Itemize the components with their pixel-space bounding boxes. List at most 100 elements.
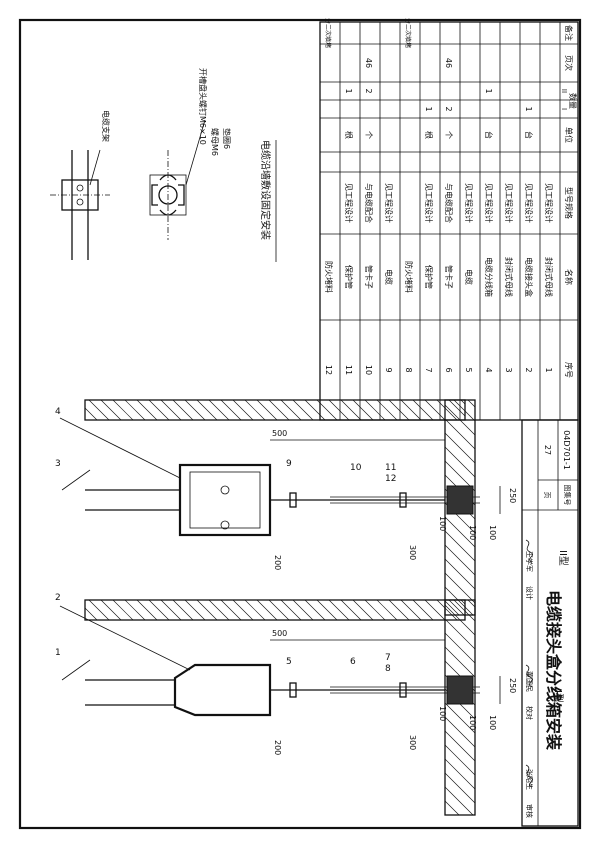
- cell-seq: 1: [544, 367, 553, 372]
- callout-ii-9: 9: [286, 459, 292, 469]
- cell-seq: 6: [444, 367, 453, 372]
- header-spec: 型号规格: [564, 187, 574, 219]
- design-signature: [525, 539, 533, 563]
- header-note: 备注: [564, 25, 574, 41]
- cell-spec: 见工程设计: [524, 183, 534, 223]
- dim-i-100a: 100: [438, 706, 447, 721]
- check-name: 董国民: [525, 671, 534, 692]
- dim-ii-100b: 100: [468, 525, 477, 540]
- cell-spec: 见工程设计: [484, 183, 494, 223]
- sheet-border: [18, 18, 582, 830]
- dim-ii-200: 200: [273, 555, 282, 570]
- label-bracket: 电缆支架: [101, 110, 111, 142]
- parts-table: 备注 页次 数量 II I 单位 型号规格 名称 序号 见工程设计封闭式母线11…: [319, 18, 579, 421]
- detail-drawing: 开槽盘头螺钉M6×10 螺母M6 垫圈6 电缆支架 电缆沿墙敷设固定安装: [50, 68, 277, 262]
- atlas-no-label: 图集号: [563, 485, 572, 506]
- callout-i-1: 1: [55, 648, 61, 658]
- cell-name: 防火堵料: [324, 261, 334, 293]
- cell-qty-i: 2: [444, 106, 453, 111]
- cell-seq: 11: [344, 365, 353, 375]
- header-unit: 单位: [564, 127, 574, 143]
- cell-seq: 4: [484, 367, 493, 372]
- dim-ii-100a: 100: [438, 516, 447, 531]
- cell-name: 电缆: [384, 269, 394, 285]
- cell-unit: 台: [524, 131, 534, 139]
- cell-qty-i: 1: [424, 106, 433, 111]
- header-qty: 数量: [568, 93, 578, 109]
- cell-unit: 个: [444, 131, 453, 139]
- dim-i-250: 250: [508, 678, 517, 693]
- cell-spec: 见工程设计: [384, 183, 394, 223]
- design-label: 设计: [525, 586, 534, 600]
- cell-name: 管卡子: [364, 265, 374, 289]
- cell-spec: 见工程设计: [424, 183, 434, 223]
- type-i-label: I型: [552, 690, 565, 703]
- cell-name: 保护管: [424, 265, 434, 289]
- dim-i-100b: 100: [468, 715, 477, 730]
- cell-name: 管卡子: [444, 265, 454, 289]
- dim-i-500: 500: [272, 629, 287, 638]
- dim-i-100c: 100: [488, 715, 497, 730]
- cell-seq: 12: [324, 365, 333, 375]
- label-screw: 开槽盘头螺钉M6×10: [198, 68, 208, 145]
- header-page: 页次: [564, 55, 574, 71]
- cell-seq: 5: [464, 367, 473, 372]
- cell-seq: 8: [404, 367, 413, 372]
- cell-qty-ii: 1: [484, 88, 493, 93]
- cell-unit: 根: [424, 131, 434, 139]
- callout-i-5: 5: [286, 657, 292, 667]
- dim-ii-500: 500: [272, 429, 287, 438]
- header-seq: 序号: [564, 362, 574, 378]
- type-i-view: 1 2 5 6 7 8 500 250 300 200 100 100 100 …: [55, 593, 565, 816]
- cell-seq: 7: [424, 367, 433, 372]
- cell-spec: 见工程设计: [344, 183, 354, 223]
- type-ii-view: 3 4 9 10 11 12 500 250 300 200 100 100 1…: [55, 399, 570, 616]
- dim-ii-250: 250: [508, 488, 517, 503]
- header-qty-i: I: [560, 108, 568, 110]
- callout-ii-10: 10: [350, 463, 362, 473]
- cell-qty-i: 1: [524, 106, 533, 111]
- label-washer: 垫圈6: [222, 128, 232, 149]
- title-block: 电缆接头盒分线箱安装 图集号 04D701-1 页 27 审核 张昭生 校对 董…: [521, 419, 579, 827]
- cell-qty-ii: 1: [344, 88, 353, 93]
- cell-spec: 见工程设计: [504, 183, 514, 223]
- cell-name: 电缆分线箱: [484, 257, 494, 297]
- cell-qty-ii: 2: [364, 88, 373, 93]
- dim-i-300: 300: [408, 735, 417, 750]
- review-name: 张昭生: [525, 769, 534, 790]
- cell-name: 封闭式母线: [544, 257, 554, 297]
- cell-spec: 见工程设计: [544, 183, 554, 223]
- cell-name: 封闭式母线: [504, 257, 514, 297]
- check-label: 校对: [525, 706, 534, 720]
- check-signature: [525, 664, 533, 688]
- cell-unit: 根: [344, 131, 354, 139]
- cell-page: 46: [364, 58, 373, 68]
- cell-spec: 与电缆配合: [364, 183, 374, 223]
- review-label: 审核: [525, 804, 534, 818]
- callout-i-6: 6: [350, 657, 356, 667]
- cell-name: 保护管: [344, 265, 354, 289]
- drawing-title: 电缆接头盒分线箱安装: [544, 590, 563, 750]
- page-no: 27: [543, 445, 552, 455]
- dim-ii-300: 300: [408, 545, 417, 560]
- callout-ii-12: 12: [385, 474, 396, 484]
- header-name: 名称: [564, 269, 574, 285]
- cell-name: 电缆: [464, 269, 474, 285]
- cell-seq: 3: [504, 367, 513, 372]
- callout-i-8: 8: [385, 664, 391, 674]
- cell-note: 分二次填堵: [404, 18, 412, 48]
- callout-ii-3: 3: [55, 459, 61, 469]
- header-qty-ii: II: [560, 89, 568, 93]
- cell-spec: 与电缆配合: [444, 183, 454, 223]
- cell-unit: 台: [484, 131, 494, 139]
